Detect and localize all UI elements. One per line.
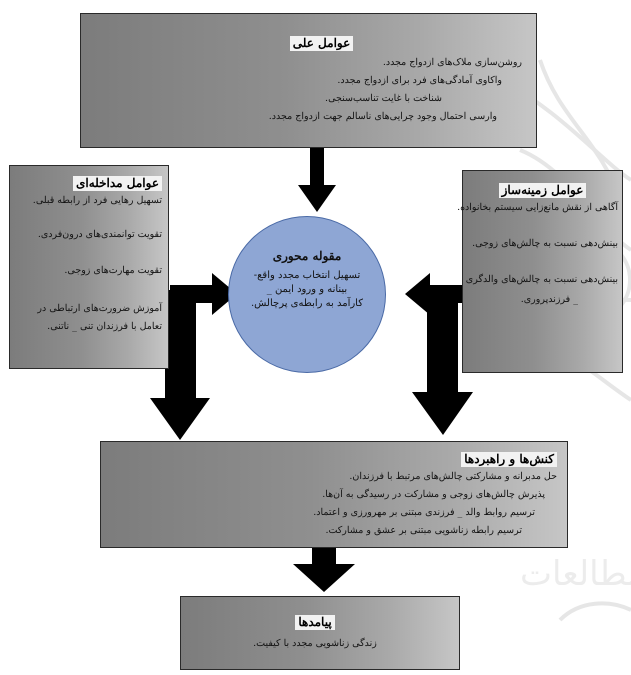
causal-factor-item: واکاوی آمادگی‌های فرد برای ازدواج مجدد. xyxy=(337,75,502,86)
intervening-factors-title: عوامل مداخله‌ای xyxy=(73,176,162,191)
arrow-down-top xyxy=(298,148,336,212)
outcomes-title: پیامدها xyxy=(295,615,335,630)
core-category-title: مقوله محوری xyxy=(272,249,342,263)
causal-factor-item: شناخت با غایت تناسب‌سنجی. xyxy=(325,93,442,104)
intervening-factor-item: تعامل با فرزندان تنی _ ناتنی. xyxy=(47,321,162,332)
arrow-down-bottom xyxy=(293,548,355,592)
causal-factors-box: عوامل علی روشن‌سازی ملاک‌های ازدواج مجدد… xyxy=(80,13,537,148)
actions-strategies-title: کنش‌ها و راهبردها xyxy=(461,452,557,467)
action-item: ترسیم روابط والد _ فرزندی مبتنی بر مهرور… xyxy=(313,507,535,518)
actions-strategies-box: کنش‌ها و راهبردها حل مدبرانه و مشارکتی چ… xyxy=(100,441,568,548)
arrow-right-left xyxy=(170,273,237,315)
contextual-factor-item: بینش‌دهی نسبت به چالش‌های والدگری xyxy=(465,274,618,285)
outcomes-box: پیامدها زندگی زناشویی مجدد با کیفیت. xyxy=(180,596,460,670)
outcome-item: زندگی زناشویی مجدد با کیفیت. xyxy=(253,638,377,649)
causal-factor-item: وارسی احتمال وجود چرایی‌های ناسالم جهت ا… xyxy=(268,111,497,122)
causal-factor-item: روشن‌سازی ملاک‌های ازدواج مجدد. xyxy=(382,57,522,68)
contextual-factors-title: عوامل زمینه‌ساز xyxy=(498,183,587,198)
contextual-factor-item: _ فرزندپروری. xyxy=(520,294,578,305)
intervening-factors-box: عوامل مداخله‌ای تسهیل رهایی فرد از رابطه… xyxy=(9,165,169,369)
core-category-circle: مقوله محوری تسهیل انتخاب مجدد واقع- بینا… xyxy=(228,216,386,373)
causal-factors-title: عوامل علی xyxy=(289,36,354,51)
core-category-line: تسهیل انتخاب مجدد واقع- xyxy=(253,270,361,281)
intervening-factor-item: تسهیل رهایی فرد از رابطه قبلی. xyxy=(32,195,162,206)
intervening-factor-item: تقویت توانمندی‌های درون‌فردی. xyxy=(37,229,162,240)
contextual-factor-item: بینش‌دهی نسبت به چالش‌های زوجی. xyxy=(472,238,618,249)
core-category-line: بینانه و ورود ایمن _ xyxy=(266,284,348,295)
action-item: پذیرش چالش‌های زوجی و مشارکت در رسیدگی ب… xyxy=(322,489,545,500)
action-item: ترسیم رابطه زناشویی مبتنی بر عشق و مشارک… xyxy=(325,525,522,536)
arrow-down-right xyxy=(412,290,473,435)
action-item: حل مدبرانه و مشارکتی چالش‌های مرتبط با ف… xyxy=(349,471,557,482)
contextual-factor-item: آگاهی از نقش مانع‌زایی سیستم بخانواده. xyxy=(457,202,618,213)
core-category-line: کارآمد به رابطه‌ی پرچالش. xyxy=(251,298,363,309)
contextual-factors-box: عوامل زمینه‌ساز آگاهی از نقش مانع‌زایی س… xyxy=(457,170,623,373)
intervening-factor-item: تقویت مهارت‌های زوجی. xyxy=(64,265,162,276)
intervening-factor-item: آموزش ضرورت‌های ارتباطی در xyxy=(37,303,162,314)
